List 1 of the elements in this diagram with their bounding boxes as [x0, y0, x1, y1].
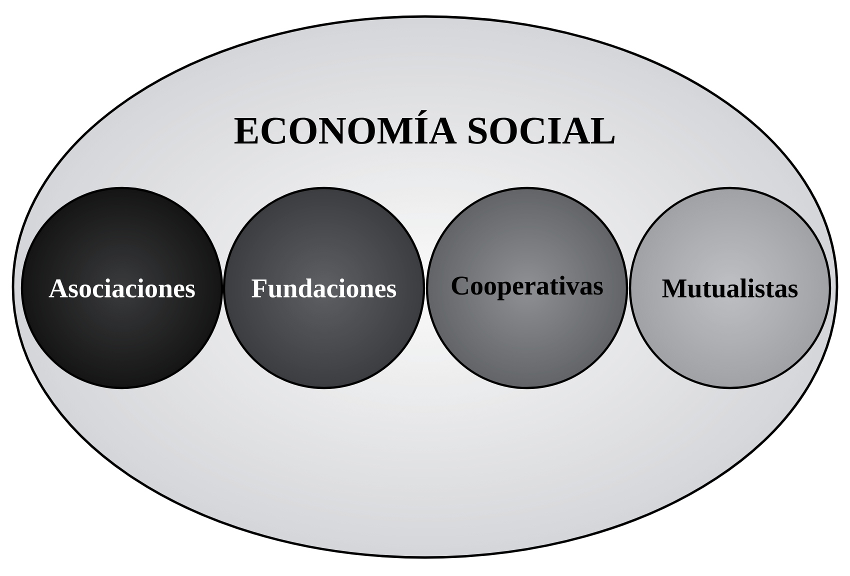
- heading: ECONOMÍA SOCIAL: [234, 110, 615, 144]
